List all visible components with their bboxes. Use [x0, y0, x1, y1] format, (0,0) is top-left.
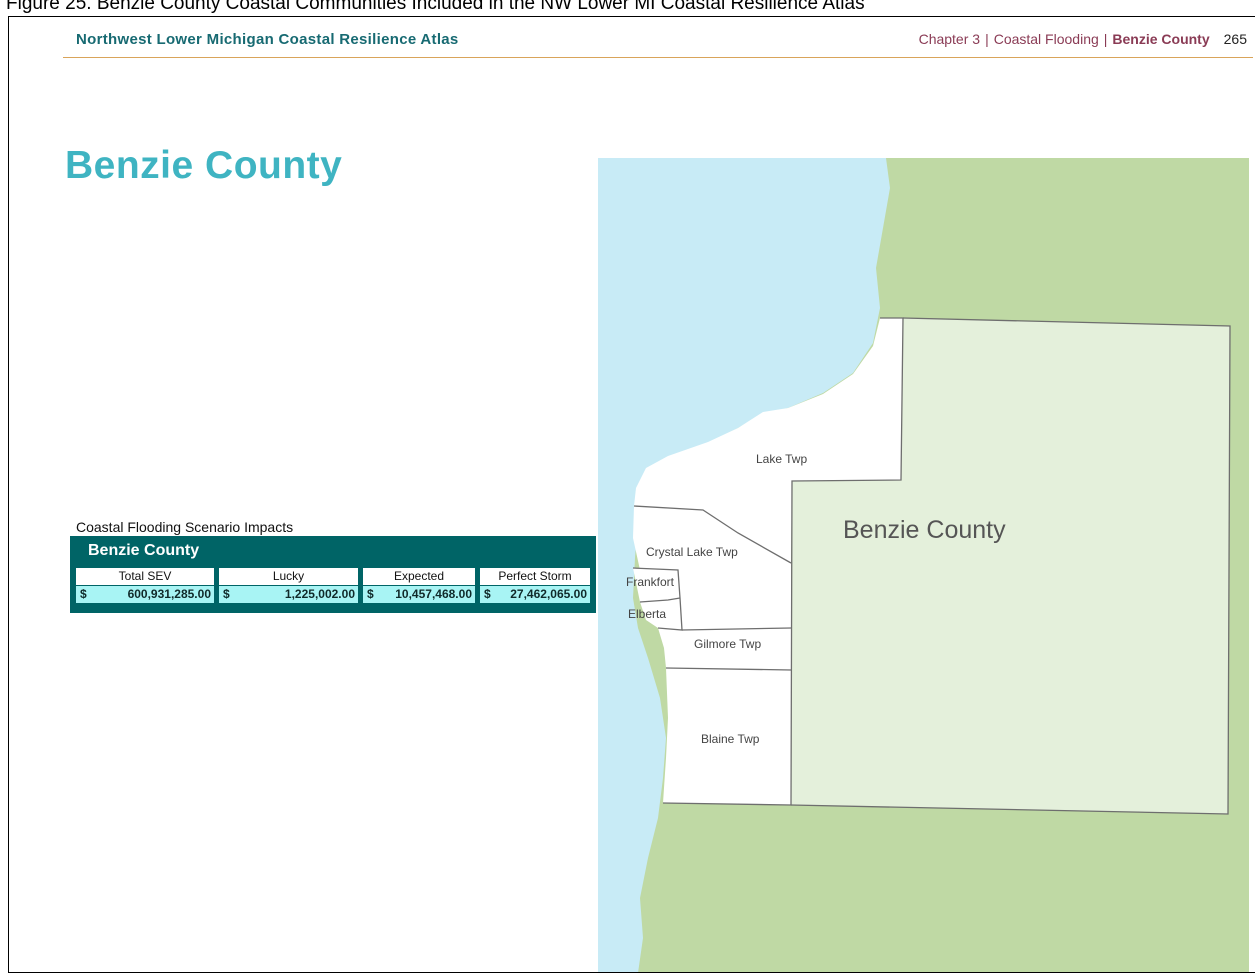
- table-county-title: Benzie County: [88, 542, 200, 559]
- impacts-table: Benzie County Total SEV Lucky Expected P…: [70, 536, 596, 613]
- value-expected: 10,457,468.00: [395, 587, 472, 601]
- map-frankfort: [633, 568, 680, 602]
- label-county: Benzie County: [843, 516, 1006, 544]
- column-header-perfect-storm: Perfect Storm: [480, 568, 590, 585]
- table-cell-total-sev: $ 600,931,285.00: [76, 586, 214, 603]
- map-blaine-twp: [663, 668, 791, 805]
- map-county-area: [791, 318, 1230, 814]
- boundary-gilmore-blaine: [665, 667, 792, 671]
- boundary-east: [662, 317, 904, 806]
- table-cell-perfect-storm: $ 27,462,065.00: [480, 586, 590, 603]
- page-title: Benzie County: [65, 144, 343, 187]
- currency-symbol: $: [80, 587, 87, 601]
- map-elberta: [640, 598, 682, 630]
- currency-symbol: $: [484, 587, 491, 601]
- column-header-expected: Expected: [363, 568, 475, 585]
- document-page: Northwest Lower Michigan Coastal Resilie…: [8, 16, 1255, 973]
- township-boundaries: [632, 317, 1231, 815]
- map-lake-twp: [634, 318, 903, 563]
- column-header-total-sev: Total SEV: [76, 568, 214, 585]
- label-blaine-twp: Blaine Twp: [701, 732, 760, 746]
- label-gilmore-twp: Gilmore Twp: [694, 637, 761, 651]
- value-lucky: 1,225,002.00: [284, 587, 355, 601]
- currency-symbol: $: [223, 587, 230, 601]
- boundary-lake-crystal: [633, 505, 792, 564]
- running-header: Chapter 3|Coastal Flooding|Benzie County…: [918, 31, 1247, 47]
- boundary-frankfort-elberta: [639, 597, 681, 603]
- county-label: Benzie County: [1112, 31, 1210, 47]
- label-elberta: Elberta: [628, 607, 666, 621]
- chapter-label: Chapter 3: [918, 31, 981, 47]
- label-frankfort: Frankfort: [626, 575, 675, 589]
- atlas-title: Northwest Lower Michigan Coastal Resilie…: [76, 31, 459, 48]
- boundary-county: [790, 317, 1231, 815]
- value-perfect-storm: 27,462,065.00: [510, 587, 587, 601]
- county-map: Lake Twp Crystal Lake Twp Frankfort Elbe…: [598, 158, 1249, 972]
- section-label: Coastal Flooding: [993, 31, 1099, 47]
- page-number: 265: [1223, 31, 1247, 47]
- label-lake-twp: Lake Twp: [756, 452, 807, 466]
- currency-symbol: $: [367, 587, 374, 601]
- boundary-gilmore-north: [681, 627, 792, 631]
- table-cell-expected: $ 10,457,468.00: [363, 586, 475, 603]
- header-divider: [63, 57, 1253, 58]
- figure-caption: Figure 25. Benzie County Coastal Communi…: [6, 0, 865, 14]
- label-crystal-lake-twp: Crystal Lake Twp: [646, 545, 738, 559]
- column-header-lucky: Lucky: [219, 568, 358, 585]
- table-caption: Coastal Flooding Scenario Impacts: [76, 519, 294, 535]
- table-cell-lucky: $ 1,225,002.00: [219, 586, 358, 603]
- value-total-sev: 600,931,285.00: [127, 587, 211, 601]
- map-crystal-lake-twp: [633, 506, 791, 630]
- map-gilmore-twp: [658, 628, 791, 670]
